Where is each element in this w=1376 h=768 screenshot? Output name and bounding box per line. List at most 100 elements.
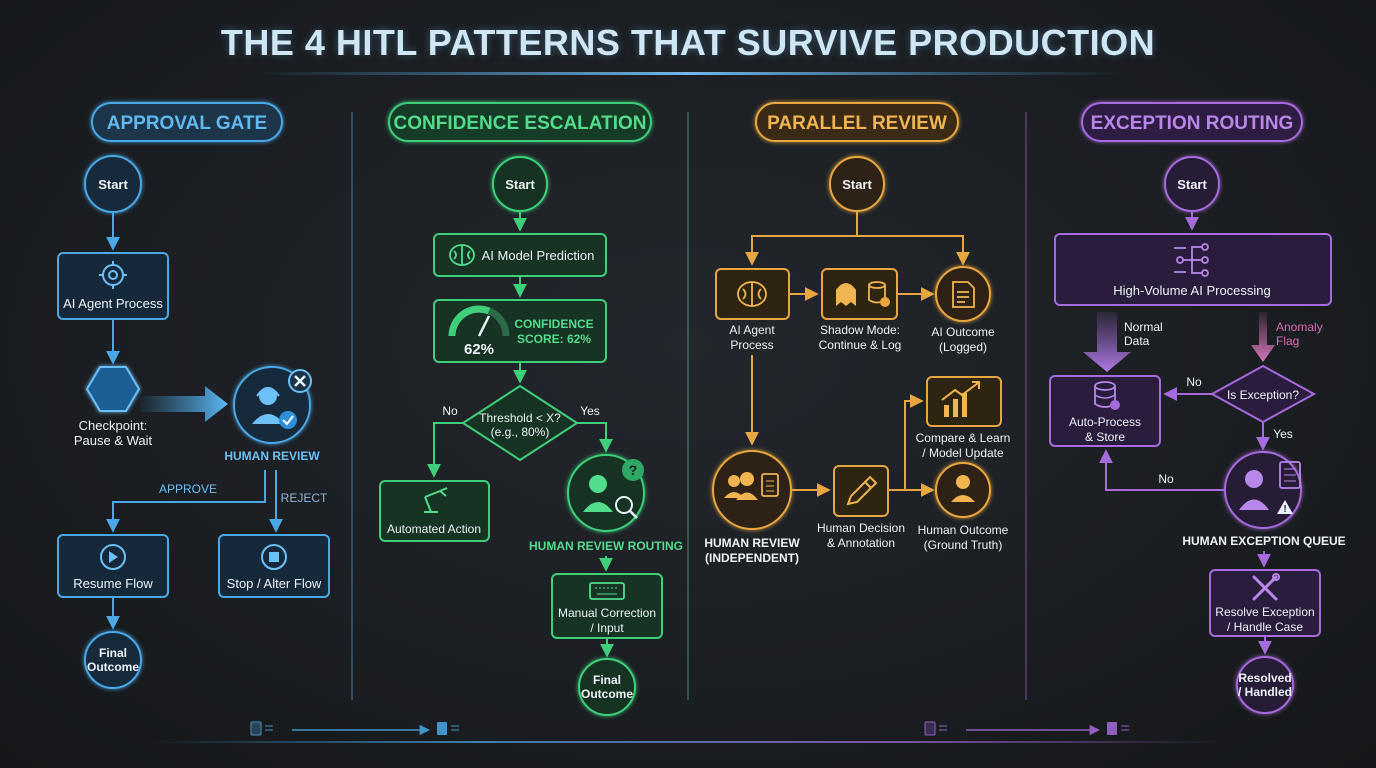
er-resolve-label-2: / Handle Case [1227,620,1303,634]
ce-final-label-2: Outcome [581,687,633,701]
ag-final-label-1: Final [99,646,127,660]
doc-icon [924,721,947,736]
ag-checkpoint-label-2: Pause & Wait [74,433,153,448]
er-header: EXCEPTION ROUTING [1091,113,1294,134]
close-icon [288,369,312,393]
pr-ai-outcome-label-1: AI Outcome [931,325,995,339]
brain-icon [737,281,767,307]
doc-icon [1107,722,1129,735]
headset-user-icon [252,387,284,424]
approval-gate-column: APPROVAL GATE Start AI Agent Process Che… [57,102,330,689]
page-title: THE 4 HITL PATTERNS THAT SURVIVE PRODUCT… [220,22,1156,63]
ag-checkpoint-hexagon [85,366,141,412]
ag-final-label-2: Outcome [87,660,139,674]
pr-human-review-label-1: HUMAN REVIEW [704,536,800,550]
ce-manual-label-1: Manual Correction [558,606,656,620]
pr-decision-label-2: & Annotation [827,536,895,550]
pr-ai-outcome-label-2: (Logged) [939,340,987,354]
exception-routing-column: EXCEPTION ROUTING Start High-Volume AI P… [1049,102,1346,714]
ce-header: CONFIDENCE ESCALATION [394,113,647,134]
ce-threshold-label-2: (e.g., 80%) [491,425,550,439]
er-normal-arrow [1083,312,1131,372]
document-icon [952,281,975,308]
er-resolved-label-1: Resolved [1238,671,1291,685]
pr-human-outcome-label-1: Human Outcome [918,523,1009,537]
er-start-label: Start [1177,177,1207,192]
pr-shadow-label-2: Continue & Log [819,338,902,352]
ce-no-label: No [442,404,458,418]
stop-icon [261,544,287,570]
ag-reject-label: REJECT [281,491,328,505]
ce-score-label-1: CONFIDENCE [514,317,593,331]
user-search-icon [583,475,638,519]
network-icon [1174,243,1209,277]
er-processing-box [1054,233,1332,306]
ag-big-arrow [140,386,228,422]
ce-automated-label: Automated Action [387,522,481,536]
er-normal-label-2: Data [1124,334,1150,348]
bottom-divider [150,741,1226,743]
gear-icon [99,261,127,289]
pr-agent-label-1: AI Agent [729,323,775,337]
er-no-bottom-label: No [1158,472,1174,486]
ce-prediction-label: AI Model Prediction [482,248,595,263]
ag-final-node [84,631,142,689]
er-anomaly-label-2: Flag [1276,334,1299,348]
er-queue-label: HUMAN EXCEPTION QUEUE [1182,534,1345,548]
ce-gauge-value: 62% [464,341,494,358]
pr-header: PARALLEL REVIEW [767,113,947,134]
ce-header-pill [388,102,652,142]
gauge-icon [448,305,510,337]
pr-human-review-label-2: (INDEPENDENT) [705,551,799,565]
ag-resume-label: Resume Flow [73,576,153,591]
ag-stop-label: Stop / Alter Flow [227,576,322,591]
pr-start-label: Start [842,177,872,192]
trend-chart-icon [941,381,980,417]
bottom-doc-icons [250,721,1129,736]
er-auto-label-2: & Store [1085,430,1125,444]
ce-threshold-diamond [461,384,579,462]
team-checklist-icon [724,472,779,500]
er-resolved-label-2: / Handled [1238,685,1292,699]
ag-human-review-label: HUMAN REVIEW [224,449,320,463]
ce-final-label-1: Final [593,673,621,687]
ce-score-box [433,299,607,363]
ce-final-node [578,658,636,716]
ag-approve-label: APPROVE [159,482,217,496]
pr-ai-outcome-node [935,266,991,322]
er-auto-box [1049,375,1161,447]
database-check-icon [1094,381,1120,410]
pr-compare-label-2: / Model Update [922,446,1004,460]
approval-gate-header: APPROVAL GATE [107,113,267,134]
svg-text:?: ? [629,462,638,478]
er-processing-label: High-Volume AI Processing [1113,283,1271,298]
pr-decision-box [833,465,889,517]
ag-start-label: Start [98,177,128,192]
ce-threshold-label-1: Threshold < X? [479,411,561,425]
approval-gate-header-pill [91,102,283,142]
ce-routing-label: HUMAN REVIEW ROUTING [529,539,683,553]
svg-text:!: ! [1283,504,1286,515]
pencil-icon [846,475,878,506]
er-anomaly-arrow [1251,312,1275,362]
tools-icon [1252,573,1280,601]
pr-human-outcome-label-2: (Ground Truth) [924,538,1003,552]
ag-checkpoint-label-1: Checkpoint: [79,418,148,433]
keyboard-icon [589,582,625,600]
pr-human-outcome-node [935,462,991,518]
parallel-review-column: PARALLEL REVIEW Start AI Agent Process S… [704,102,1010,565]
pr-human-review-node [712,450,792,530]
pr-header-pill [755,102,959,142]
er-header-pill [1081,102,1303,142]
question-icon: ? [622,459,644,481]
check-icon [279,411,297,429]
user-icon [951,475,975,502]
er-anomaly-label-1: Anomaly [1276,320,1323,334]
pr-agent-label-2: Process [730,338,773,352]
brain-icon [449,244,475,266]
ghost-database-icon [836,281,890,307]
robot-arm-icon [424,487,448,513]
er-resolve-label-1: Resolve Exception [1215,605,1314,619]
